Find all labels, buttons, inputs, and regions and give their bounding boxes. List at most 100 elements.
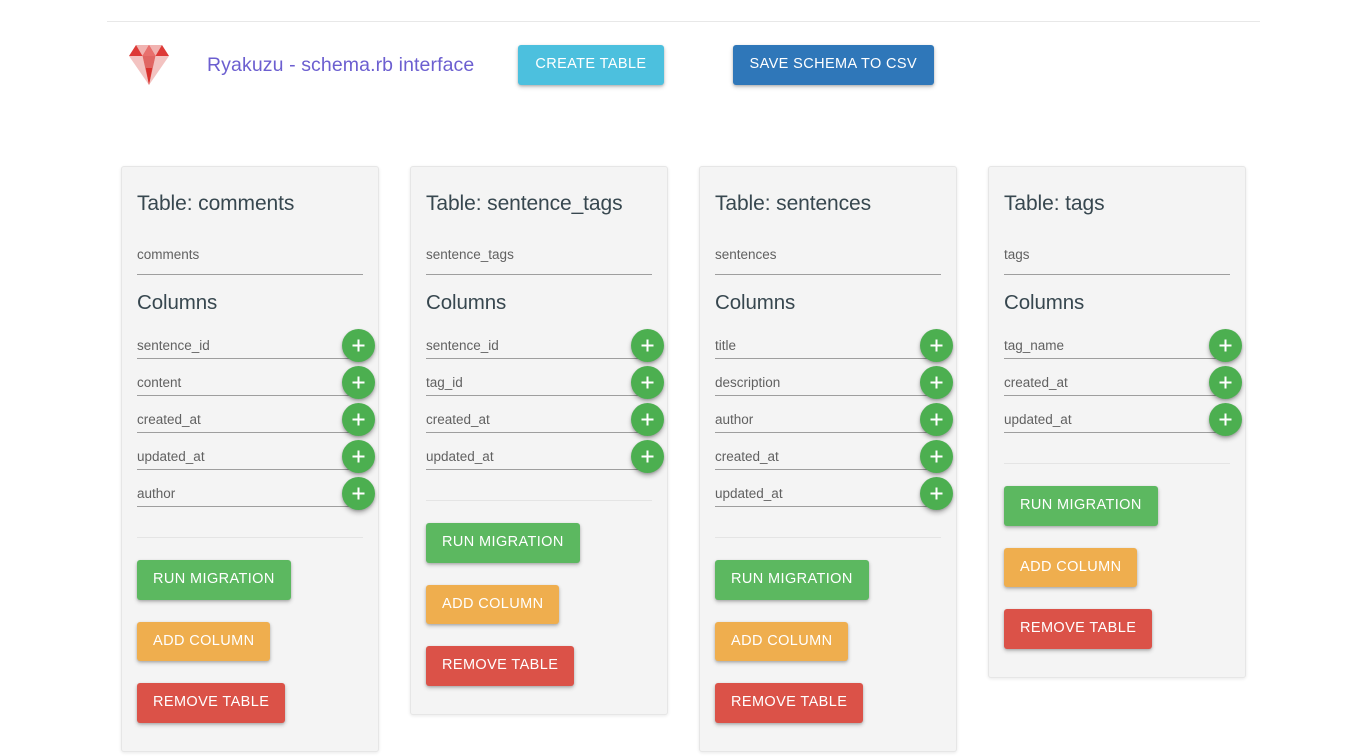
add-column-fab[interactable] bbox=[342, 440, 375, 473]
column-name-input[interactable]: updated_at bbox=[137, 449, 363, 470]
run-migration-button[interactable]: Run Migration bbox=[715, 560, 869, 600]
column-name-input[interactable]: author bbox=[715, 412, 941, 433]
column-row: sentence_id bbox=[426, 322, 664, 362]
table-cards-container: Table: comments comments Columns sentenc… bbox=[121, 166, 1247, 752]
header-divider bbox=[107, 21, 1260, 22]
card-actions: Run Migration Add Column Remove Table bbox=[426, 523, 652, 686]
column-row: tag_id bbox=[426, 359, 664, 399]
column-row: author bbox=[137, 470, 375, 510]
column-row: created_at bbox=[715, 433, 953, 473]
add-column-button[interactable]: Add Column bbox=[715, 621, 849, 661]
table-card-sentence-tags: Table: sentence_tags sentence_tags Colum… bbox=[410, 166, 668, 715]
run-migration-button[interactable]: Run Migration bbox=[1004, 486, 1158, 526]
column-name-input[interactable]: author bbox=[137, 486, 363, 507]
run-migration-button[interactable]: Run Migration bbox=[426, 523, 580, 563]
column-name-input[interactable]: sentence_id bbox=[426, 338, 652, 359]
add-column-fab[interactable] bbox=[920, 329, 953, 362]
add-column-button[interactable]: Add Column bbox=[137, 621, 271, 661]
app-header: Ryakuzu - schema.rb interface Create Tab… bbox=[0, 30, 1366, 100]
column-list: tag_name created_at updated_at bbox=[1004, 322, 1242, 436]
column-row: author bbox=[715, 396, 953, 436]
add-column-fab[interactable] bbox=[631, 329, 664, 362]
column-name-input[interactable]: created_at bbox=[1004, 375, 1230, 396]
run-migration-button[interactable]: Run Migration bbox=[137, 560, 291, 600]
remove-table-button[interactable]: Remove Table bbox=[715, 683, 864, 723]
column-row: title bbox=[715, 322, 953, 362]
column-list: sentence_id tag_id created_at updated_at bbox=[426, 322, 664, 473]
column-row: sentence_id bbox=[137, 322, 375, 362]
card-actions: Run Migration Add Column Remove Table bbox=[137, 560, 363, 723]
table-name-value: tags bbox=[1004, 247, 1030, 262]
column-row: description bbox=[715, 359, 953, 399]
table-name-input[interactable]: comments bbox=[137, 248, 363, 275]
card-title: Table: comments bbox=[137, 192, 295, 215]
add-column-fab[interactable] bbox=[631, 403, 664, 436]
add-column-fab[interactable] bbox=[631, 366, 664, 399]
add-column-fab[interactable] bbox=[342, 329, 375, 362]
column-row: created_at bbox=[426, 396, 664, 436]
column-row: updated_at bbox=[426, 433, 664, 473]
column-name-input[interactable]: description bbox=[715, 375, 941, 396]
table-card-comments: Table: comments comments Columns sentenc… bbox=[121, 166, 379, 752]
column-name-input[interactable]: tag_id bbox=[426, 375, 652, 396]
create-table-button[interactable]: Create Table bbox=[518, 45, 664, 85]
app-title: Ryakuzu - schema.rb interface bbox=[207, 53, 475, 76]
column-name-input[interactable]: content bbox=[137, 375, 363, 396]
column-name-input[interactable]: updated_at bbox=[1004, 412, 1230, 433]
column-row: updated_at bbox=[715, 470, 953, 510]
column-list: sentence_id content created_at updated_a… bbox=[137, 322, 375, 510]
card-title: Table: sentences bbox=[715, 192, 872, 215]
card-divider bbox=[426, 500, 652, 501]
column-name-input[interactable]: created_at bbox=[426, 412, 652, 433]
column-name-input[interactable]: updated_at bbox=[715, 486, 941, 507]
remove-table-button[interactable]: Remove Table bbox=[1004, 609, 1153, 649]
add-column-fab[interactable] bbox=[342, 403, 375, 436]
column-row: tag_name bbox=[1004, 322, 1242, 362]
column-name-input[interactable]: updated_at bbox=[426, 449, 652, 470]
columns-heading: Columns bbox=[715, 291, 796, 314]
table-name-value: comments bbox=[137, 247, 200, 262]
column-name-input[interactable]: created_at bbox=[715, 449, 941, 470]
table-card-sentences: Table: sentences sentences Columns title… bbox=[699, 166, 957, 752]
card-title: Table: tags bbox=[1004, 192, 1105, 215]
ruby-gem-icon bbox=[122, 41, 176, 89]
column-row: updated_at bbox=[137, 433, 375, 473]
save-schema-to-csv-button[interactable]: Save Schema to CSV bbox=[732, 45, 935, 85]
table-name-input[interactable]: sentence_tags bbox=[426, 248, 652, 275]
column-name-input[interactable]: created_at bbox=[137, 412, 363, 433]
remove-table-button[interactable]: Remove Table bbox=[426, 646, 575, 686]
table-name-value: sentences bbox=[715, 247, 777, 262]
column-name-input[interactable]: title bbox=[715, 338, 941, 359]
add-column-fab[interactable] bbox=[920, 477, 953, 510]
columns-heading: Columns bbox=[426, 291, 507, 314]
add-column-fab[interactable] bbox=[920, 403, 953, 436]
table-card-tags: Table: tags tags Columns tag_name create… bbox=[988, 166, 1246, 678]
table-name-input[interactable]: tags bbox=[1004, 248, 1230, 275]
add-column-fab[interactable] bbox=[1209, 329, 1242, 362]
column-row: content bbox=[137, 359, 375, 399]
card-actions: Run Migration Add Column Remove Table bbox=[1004, 486, 1230, 649]
column-row: created_at bbox=[137, 396, 375, 436]
columns-heading: Columns bbox=[137, 291, 218, 314]
add-column-button[interactable]: Add Column bbox=[1004, 547, 1138, 587]
add-column-button[interactable]: Add Column bbox=[426, 584, 560, 624]
remove-table-button[interactable]: Remove Table bbox=[137, 683, 286, 723]
add-column-fab[interactable] bbox=[631, 440, 664, 473]
add-column-fab[interactable] bbox=[920, 366, 953, 399]
card-actions: Run Migration Add Column Remove Table bbox=[715, 560, 941, 723]
card-divider bbox=[137, 537, 363, 538]
card-divider bbox=[715, 537, 941, 538]
table-name-value: sentence_tags bbox=[426, 247, 514, 262]
card-title: Table: sentence_tags bbox=[426, 192, 623, 215]
table-name-input[interactable]: sentences bbox=[715, 248, 941, 275]
column-name-input[interactable]: tag_name bbox=[1004, 338, 1230, 359]
add-column-fab[interactable] bbox=[342, 366, 375, 399]
column-row: updated_at bbox=[1004, 396, 1242, 436]
add-column-fab[interactable] bbox=[1209, 403, 1242, 436]
column-row: created_at bbox=[1004, 359, 1242, 399]
column-name-input[interactable]: sentence_id bbox=[137, 338, 363, 359]
add-column-fab[interactable] bbox=[342, 477, 375, 510]
card-divider bbox=[1004, 463, 1230, 464]
add-column-fab[interactable] bbox=[1209, 366, 1242, 399]
add-column-fab[interactable] bbox=[920, 440, 953, 473]
